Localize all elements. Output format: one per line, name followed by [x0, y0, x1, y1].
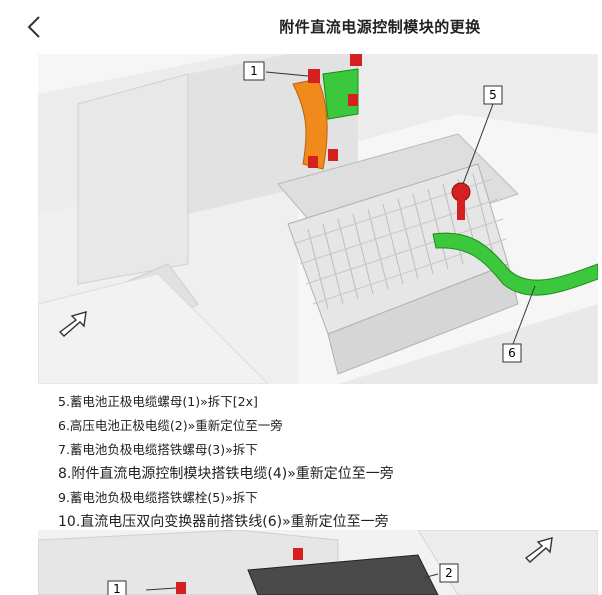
step-5: 5.蓄电池正极电缆螺母(1)»拆下[2x] [58, 394, 258, 409]
top-bar: 附件直流电源控制模块的更换 [0, 0, 602, 54]
svg-text:5: 5 [489, 88, 497, 102]
step-10: 10.直流电压双向变换器前搭铁线(6)»重新定位至一旁 [58, 514, 389, 530]
callout-5: 5 [483, 85, 503, 105]
callout-6: 6 [502, 343, 522, 363]
back-chevron-icon[interactable] [20, 12, 50, 42]
callout-1: 1 [243, 61, 265, 81]
step-9: 9.蓄电池负极电缆搭铁螺栓(5)»拆下 [58, 490, 258, 505]
step-6: 6.高压电池正极电缆(2)»重新定位至一旁 [58, 418, 283, 433]
page-title: 附件直流电源控制模块的更换 [279, 18, 481, 36]
steps-list: 5.蓄电池正极电缆螺母(1)»拆下[2x] 6.高压电池正极电缆(2)»重新定位… [58, 390, 578, 534]
callout-2-secondary: 2 [439, 563, 459, 583]
illustration-secondary: 1 2 [38, 530, 598, 595]
illustration-main-svg: 1 5 6 [38, 54, 598, 384]
step-7: 7.蓄电池负极电缆搭铁螺母(3)»拆下 [58, 442, 258, 457]
illustration-secondary-svg: 1 2 [38, 530, 598, 595]
svg-text:1: 1 [250, 64, 258, 78]
illustration-main: 1 5 6 [38, 54, 598, 384]
svg-text:6: 6 [508, 346, 516, 360]
step-8: 8.附件直流电源控制模块搭铁电缆(4)»重新定位至一旁 [58, 466, 394, 482]
callout-1-secondary: 1 [107, 580, 127, 595]
svg-text:2: 2 [445, 566, 453, 580]
svg-text:1: 1 [113, 582, 121, 595]
